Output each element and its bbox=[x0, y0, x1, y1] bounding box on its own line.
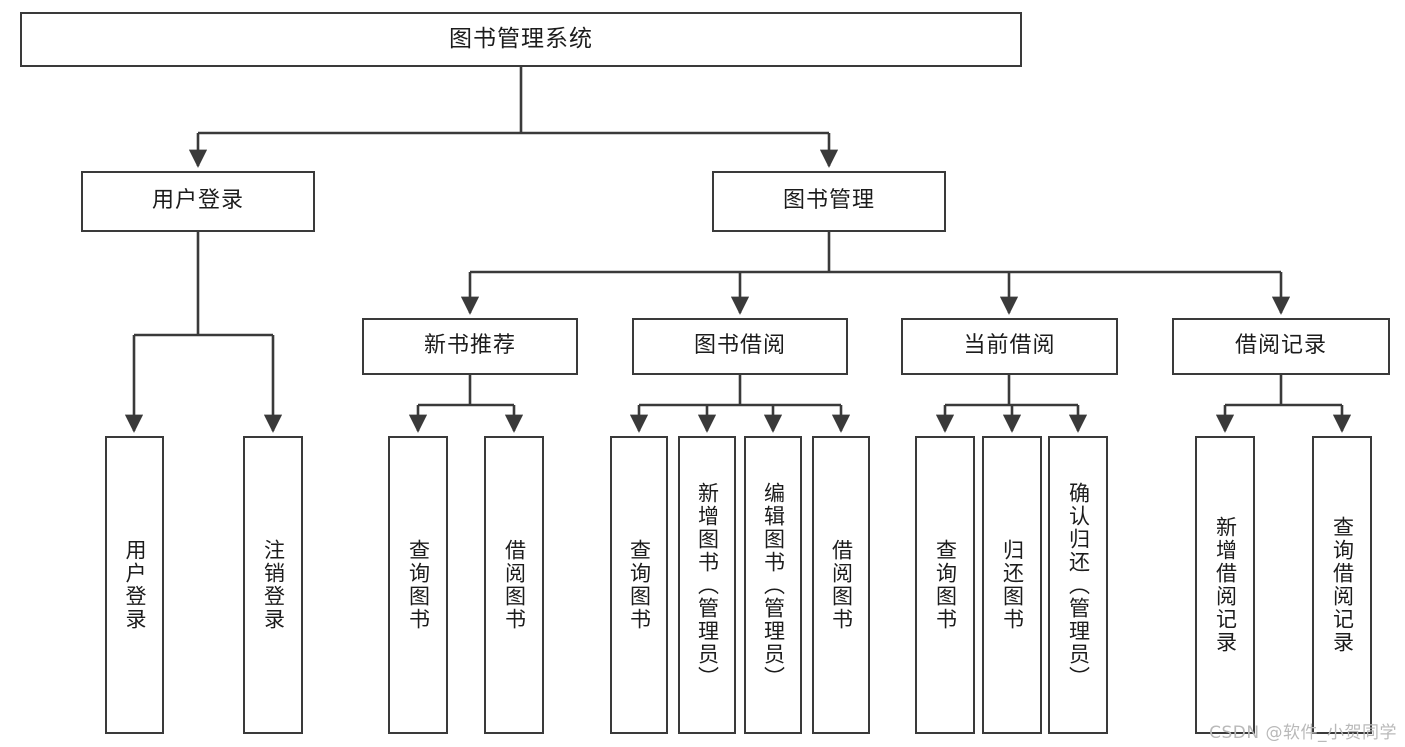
csdn-watermark: CSDN @软件_小贺同学 bbox=[1209, 723, 1397, 743]
leaf-query-books-borrowing[interactable]: 查询图书 bbox=[610, 436, 668, 734]
leaf-label: 用户登录 bbox=[123, 539, 148, 631]
leaf-label: 查询图书 bbox=[627, 539, 652, 631]
leaf-add-borrow-record[interactable]: 新增借阅记录 bbox=[1195, 436, 1255, 734]
leaf-edit-book-admin[interactable]: 编辑图书（管理员） bbox=[744, 436, 802, 734]
node-user-login[interactable]: 用户登录 bbox=[81, 171, 315, 232]
node-current-borrowing[interactable]: 当前借阅 bbox=[901, 318, 1118, 375]
node-book-management[interactable]: 图书管理 bbox=[712, 171, 946, 232]
node-book-borrowing[interactable]: 图书借阅 bbox=[632, 318, 848, 375]
leaf-label: 归还图书 bbox=[1000, 539, 1025, 631]
leaf-confirm-return-admin[interactable]: 确认归还（管理员） bbox=[1048, 436, 1108, 734]
leaf-label: 借阅图书 bbox=[502, 539, 527, 631]
leaf-return-books[interactable]: 归还图书 bbox=[982, 436, 1042, 734]
node-root-book-management-system[interactable]: 图书管理系统 bbox=[20, 12, 1022, 67]
leaf-label: 借阅图书 bbox=[829, 539, 854, 631]
leaf-label: 查询借阅记录 bbox=[1330, 516, 1355, 654]
leaf-label: 编辑图书（管理员） bbox=[761, 481, 786, 689]
leaf-label: 查询图书 bbox=[933, 539, 958, 631]
leaf-query-books-current[interactable]: 查询图书 bbox=[915, 436, 975, 734]
node-new-book-recommendation[interactable]: 新书推荐 bbox=[362, 318, 578, 375]
leaf-query-books-newbook[interactable]: 查询图书 bbox=[388, 436, 448, 734]
leaf-label: 新增借阅记录 bbox=[1213, 516, 1238, 654]
node-borrowing-records[interactable]: 借阅记录 bbox=[1172, 318, 1390, 375]
leaf-label: 查询图书 bbox=[406, 539, 431, 631]
leaf-borrow-books-newbook[interactable]: 借阅图书 bbox=[484, 436, 544, 734]
leaf-query-borrow-record[interactable]: 查询借阅记录 bbox=[1312, 436, 1372, 734]
leaf-label: 确认归还（管理员） bbox=[1066, 481, 1091, 689]
leaf-label: 新增图书（管理员） bbox=[695, 481, 720, 689]
leaf-borrow-books-borrowing[interactable]: 借阅图书 bbox=[812, 436, 870, 734]
leaf-add-book-admin[interactable]: 新增图书（管理员） bbox=[678, 436, 736, 734]
leaf-user-login[interactable]: 用户登录 bbox=[105, 436, 164, 734]
leaf-logout[interactable]: 注销登录 bbox=[243, 436, 303, 734]
leaf-label: 注销登录 bbox=[261, 539, 286, 631]
